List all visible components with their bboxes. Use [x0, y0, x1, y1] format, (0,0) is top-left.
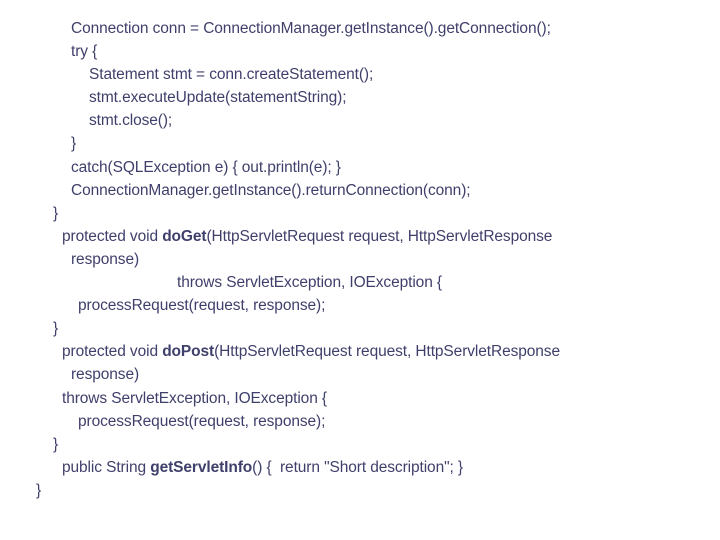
code-line: } — [0, 317, 720, 340]
code-text: } — [53, 320, 59, 338]
code-text: (HttpServletRequest request, HttpServlet… — [206, 227, 553, 245]
code-line: response) — [0, 248, 720, 271]
code-line: } — [0, 479, 720, 502]
code-text: protected void — [62, 227, 163, 245]
code-line: catch(SQLException e) { out.println(e); … — [0, 156, 720, 179]
code-identifier-emphasis: doPost — [162, 343, 215, 361]
code-text: processRequest(request, response); — [78, 297, 326, 315]
code-line: throws ServletException, IOException { — [0, 271, 720, 294]
code-line: } — [0, 433, 720, 456]
code-line: stmt.close(); — [0, 109, 720, 132]
code-text: () { return "Short description"; } — [252, 458, 463, 476]
code-line: try { — [0, 40, 720, 63]
code-line: throws ServletException, IOException { — [0, 387, 720, 410]
code-text: protected void — [62, 343, 163, 361]
code-line: ConnectionManager.getInstance().returnCo… — [0, 179, 720, 202]
code-text: stmt.executeUpdate(statementString); — [89, 89, 347, 107]
code-line: protected void doGet(HttpServletRequest … — [0, 225, 720, 248]
code-line: stmt.executeUpdate(statementString); — [0, 86, 720, 109]
code-text: Statement stmt = conn.createStatement(); — [89, 66, 374, 84]
code-text: } — [36, 481, 42, 499]
code-text: throws ServletException, IOException { — [62, 389, 327, 407]
code-line: processRequest(request, response); — [0, 410, 720, 433]
code-line: protected void doPost(HttpServletRequest… — [0, 340, 720, 363]
code-text: stmt.close(); — [89, 112, 173, 130]
code-text: throws ServletException, IOException { — [177, 274, 442, 292]
code-line: } — [0, 202, 720, 225]
code-line: Connection conn = ConnectionManager.getI… — [0, 17, 720, 40]
code-text: ConnectionManager.getInstance().returnCo… — [71, 181, 471, 199]
code-text: catch(SQLException e) { out.println(e); … — [71, 158, 341, 176]
code-text: } — [53, 435, 59, 453]
code-text: try { — [71, 43, 98, 61]
code-text: } — [71, 135, 77, 153]
code-text: } — [53, 204, 59, 222]
code-text: response) — [71, 250, 140, 268]
code-identifier-emphasis: doGet — [162, 227, 207, 245]
code-text: processRequest(request, response); — [78, 412, 326, 430]
code-text: public String — [62, 458, 151, 476]
code-line: processRequest(request, response); — [0, 294, 720, 317]
code-identifier-emphasis: getServletInfo — [150, 458, 253, 476]
code-line: response) — [0, 363, 720, 386]
code-text: Connection conn = ConnectionManager.getI… — [71, 20, 551, 37]
code-line: public String getServletInfo() { return … — [0, 456, 720, 479]
code-line: } — [0, 132, 720, 155]
code-line: Statement stmt = conn.createStatement(); — [0, 63, 720, 86]
code-text: (HttpServletRequest request, HttpServlet… — [214, 343, 560, 361]
code-block: Connection conn = ConnectionManager.getI… — [0, 17, 720, 502]
code-text: response) — [71, 366, 140, 384]
